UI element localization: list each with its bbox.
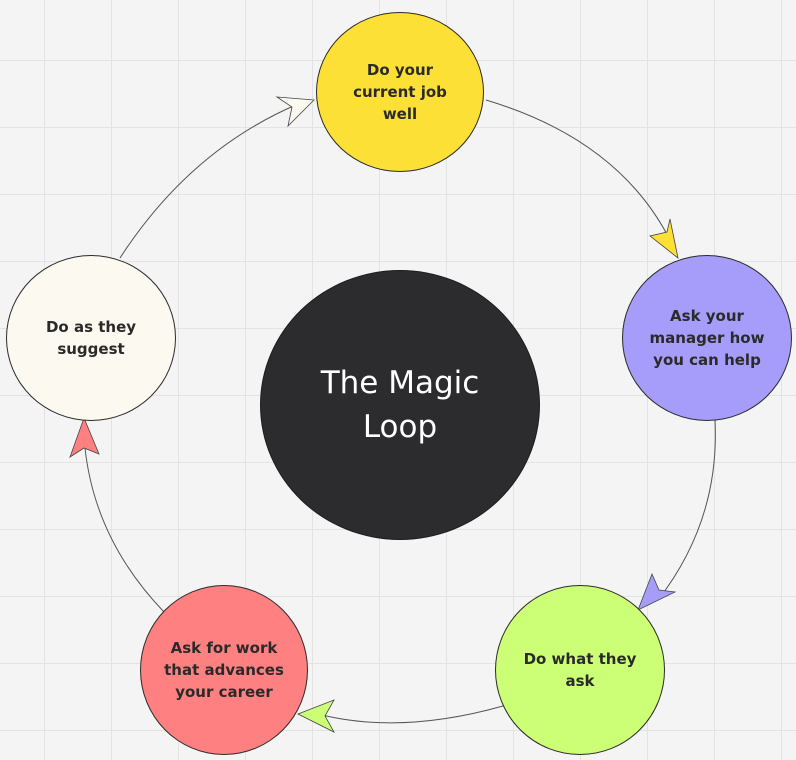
step-label: Ask your manager how you can help (649, 307, 765, 369)
step-node-do-what-they-ask: Do what they ask (495, 585, 665, 755)
center-circle: The Magic Loop (260, 270, 540, 540)
connector-step1-to-step2 (485, 99, 672, 243)
step-node-ask-for-work: Ask for work that advances your career (140, 585, 308, 755)
step-label: Do what they ask (523, 650, 637, 690)
step-node-current-job: Do your current job well (316, 12, 484, 172)
step-label: Do your current job well (353, 61, 447, 123)
connector-step5-to-step1 (119, 103, 299, 259)
step-node-do-as-they-suggest: Do as they suggest (6, 255, 176, 421)
step-label: Do as they suggest (45, 318, 137, 358)
connector-step3-to-step4 (317, 705, 504, 724)
arrowhead-into-step5 (69, 416, 100, 458)
step-label: Ask for work that advances your career (164, 639, 284, 701)
arrowhead-into-step4 (297, 699, 335, 733)
center-title: The Magic Loop (320, 365, 480, 445)
connector-step4-to-step5 (84, 447, 165, 613)
arrowhead-into-step3 (637, 572, 677, 611)
step-node-ask-manager: Ask your manager how you can help (622, 255, 792, 421)
arrowhead-into-step1 (275, 96, 315, 128)
connector-step2-to-step3 (657, 419, 716, 601)
arrowhead-into-step2 (649, 218, 679, 259)
